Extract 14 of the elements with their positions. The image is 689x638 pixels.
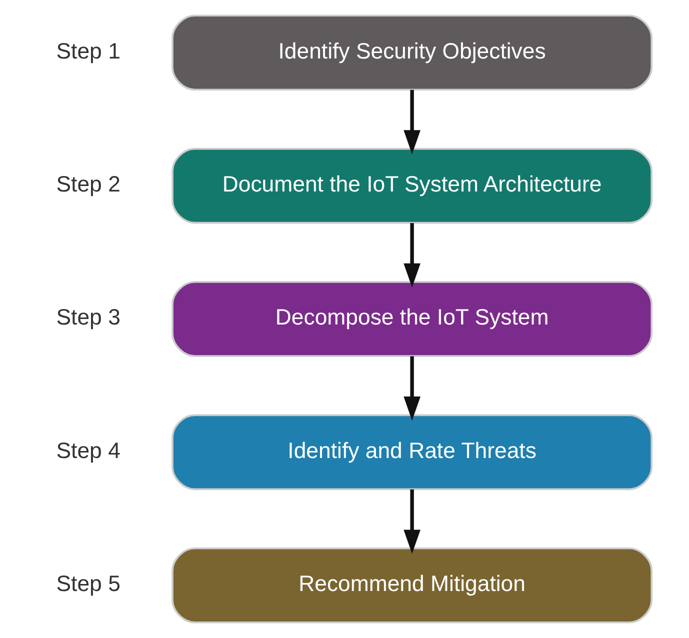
node-box: Document the IoT System Architecture [171,148,652,224]
node-label: Step 1 [56,38,120,64]
node-label: Step 4 [56,438,120,463]
arrow [403,90,420,154]
arrow [403,356,420,421]
node-label: Step 3 [56,304,120,330]
node-label: Step 5 [56,571,120,596]
node-box: Recommend Mitigation [171,547,652,624]
node-box: Decompose the IoT System [171,281,652,357]
node-box: Identify and Rate Threats [171,414,652,490]
node-label: Step 2 [56,172,120,197]
node-box: Identify Security Objectives [171,14,652,91]
arrow [403,489,420,554]
arrow [403,223,420,288]
